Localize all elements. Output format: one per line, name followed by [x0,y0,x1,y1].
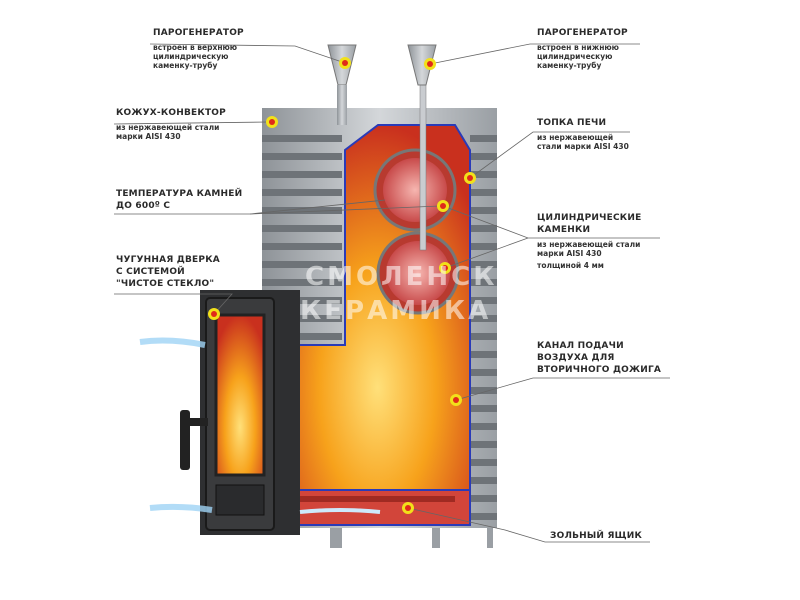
convector-slot [470,135,497,142]
convector-slot [262,333,342,340]
watermark-line-2: КЕРАМИКА [300,296,492,326]
convector-slot [262,279,342,286]
label-firebox: ТОПКА ПЕЧИ из нержавеющей стали марки AIS… [537,118,629,151]
marker-dot [439,262,451,274]
convector-slot [470,513,497,520]
convector-slot [470,495,497,502]
convector-slot [470,189,497,196]
label-air-channel: КАНАЛ ПОДАЧИ ВОЗДУХА ДЛЯ ВТОРИЧНОГО ДОЖИ… [537,340,661,376]
convector-slot [262,135,342,142]
convector-slot [470,369,497,376]
ash-drawer [284,489,471,526]
label-upper-steam-generator: ПАРОГЕНЕРАТОР встроен в верхнюю цилиндрич… [153,28,244,70]
label-title: ЧУГУННАЯ ДВЕРКА С СИСТЕМОЙ "ЧИСТОЕ СТЕКЛ… [116,255,220,289]
watermark-line-1: СМОЛЕНСКАЯ [305,262,544,292]
label-stone-temperature: ТЕМПЕРАТУРА КАМНЕЙ ДО 600º С [116,188,242,212]
convector-slot [470,315,497,322]
label-sub: из нержавеющей стали марки AISI 430 [116,123,220,141]
label-title: КАНАЛ ПОДАЧИ ВОЗДУХА ДЛЯ ВТОРИЧНОГО ДОЖИ… [537,341,662,375]
door-glass [214,313,266,477]
marker-dot [208,308,220,320]
convector-slot [470,261,497,268]
convector-slot [470,225,497,232]
convector-slot [262,243,342,250]
marker-dot [402,502,414,514]
convector-slot [262,315,342,322]
label-sub: толщиной 4 мм [537,261,604,270]
label-lower-steam-generator: ПАРОГЕНЕРАТОР встроен в нижнюю цилиндриче… [537,28,628,70]
label-title: ПАРОГЕНЕРАТОР [537,28,628,38]
convector-slot [470,477,497,484]
label-sub: встроен в нижнюю цилиндрическую каменку-… [537,43,619,70]
marker-dot [339,57,351,69]
convector-slot [262,153,342,160]
label-sub: встроен в верхнюю цилиндрическую каменку… [153,43,238,70]
convector-slot [470,423,497,430]
convector-slot [470,153,497,160]
convector-slot [470,387,497,394]
convector-slot [470,333,497,340]
marker-dots [208,57,476,514]
convector-slot [470,441,497,448]
marker-dot [437,200,449,212]
label-title: ЗОЛЬНЫЙ ЯЩИК [550,531,643,541]
convector-slot [262,171,342,178]
convector-slot [470,459,497,466]
label-title: ТЕМПЕРАТУРА КАМНЕЙ ДО 600º С [116,189,243,211]
label-title: ПАРОГЕНЕРАТОР [153,28,244,38]
convector-slot [470,297,497,304]
label-title: ТОПКА ПЕЧИ [537,118,607,128]
label-sub: из нержавеющей стали марки AISI 430 [537,133,629,151]
steam-pipe [419,79,427,251]
marker-dot [266,116,278,128]
marker-dot [424,58,436,70]
marker-dot [450,394,462,406]
air-flow-arrow [139,337,206,348]
label-convector-casing: КОЖУХ-КОНВЕКТОР из нержавеющей стали марк… [116,108,226,141]
air-flow-arrow [149,503,213,513]
convector-slot [262,261,342,268]
label-title: КОЖУХ-КОНВЕКТОР [116,108,226,118]
door-handle [180,410,190,470]
convector-slot [470,207,497,214]
convector-slot [262,297,342,304]
label-title: ЦИЛИНДРИЧЕСКИЕ КАМЕНКИ [537,213,642,235]
label-cast-iron-door: ЧУГУННАЯ ДВЕРКА С СИСТЕМОЙ "ЧИСТОЕ СТЕКЛ… [116,254,220,290]
leader-lines [113,43,670,543]
label-ash-drawer: ЗОЛЬНЫЙ ЯЩИК [550,531,642,542]
marker-dot [464,172,476,184]
convector-slot [470,279,497,286]
label-sub: из нержавеющей стали марки AISI 430 [537,240,641,258]
convector-slot [262,189,342,196]
convector-slot [262,225,342,232]
convector-slot [470,171,497,178]
convector-slot [470,351,497,358]
convector-slot [470,243,497,250]
lower-steam-generator [407,44,437,86]
convector-slot [470,405,497,412]
label-stone-cylinders: ЦИЛИНДРИЧЕСКИЕ КАМЕНКИ из нержавеющей ста… [537,212,641,270]
convector-slot [262,207,342,214]
